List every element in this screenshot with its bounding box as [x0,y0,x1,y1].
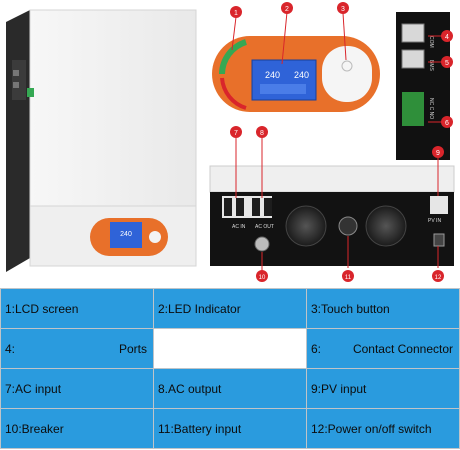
ac-terminals: AC IN AC OUT [222,196,274,230]
lcd-reading-right: 240 [294,70,309,80]
callout-9: 9 [436,150,440,157]
legend-contact-text: Contact Connector [352,341,453,356]
callout-7: 7 [234,130,238,137]
legend-cell-ac-input: 7:AC input [0,368,154,409]
callout-1: 1 [234,10,238,17]
callout-4: 4 [445,34,449,41]
legend-row: 1:LCD screen 2:LED Indicator 3:Touch but… [0,288,460,329]
legend-row: 7:AC input 8.AC output 9:PV input [0,368,460,409]
ac-in-label: AC IN [232,224,246,230]
ports-closeup: COM BMS NC C NO [396,12,450,160]
ac-out-label: AC OUT [255,224,274,230]
legend-ports-text: Ports [118,341,147,356]
callout-12: 12 [435,275,442,281]
lcd-reading-left: 240 [265,70,280,80]
control-panel-closeup: 240 240 [212,36,380,112]
callout-11: 11 [345,275,352,281]
legend-cell-ac-output: 8.AC output [153,368,307,409]
pv-terminals [430,196,448,214]
port-label-com: COM [428,36,434,48]
port-label-bms: BMS [428,60,434,72]
callout-2: 2 [285,6,289,13]
legend-cell-ports: 4: Ports [0,328,154,369]
legend-cell-power-switch: 12:Power on/off switch [306,408,460,449]
callout-3: 3 [341,6,345,13]
callout-10: 10 [259,275,266,281]
inverter-front: 240 [6,9,197,272]
callout-6: 6 [445,120,449,127]
front-lcd-reading: 240 [120,231,132,238]
legend-contact-number: 6: [311,341,322,356]
component-legend-table: 1:LCD screen 2:LED Indicator 3:Touch but… [0,288,460,449]
legend-cell-breaker: 10:Breaker [0,408,154,449]
pv-in-label: PV IN [428,218,441,224]
power-switch [433,233,445,247]
legend-row: 4: Ports 6: Contact Connector [0,328,460,369]
bottom-panel: AC IN AC OUT PV IN [209,165,455,266]
battery-terminal [338,216,358,236]
callout-5: 5 [445,60,449,67]
legend-cell-battery: 11:Battery input [153,408,307,449]
legend-cell-led: 2:LED Indicator [153,288,307,329]
callouts [231,11,444,270]
legend-row: 10:Breaker 11:Battery input 12:Power on/… [0,408,460,449]
legend-ports-number: 4: [5,341,16,356]
product-photo: 240 240 240 COM BMS NC C NO [6,2,455,282]
cooling-fans [285,205,407,247]
legend-cell-pv-input: 9:PV input [306,368,460,409]
callout-8: 8 [260,130,264,137]
port-label-relay: NC C NO [428,98,434,119]
legend-cell-empty [153,328,307,369]
legend-cell-touch: 3:Touch button [306,288,460,329]
callout-markers: 1 2 3 4 5 6 7 8 9 10 11 12 [230,2,453,282]
breaker [254,236,270,252]
front-display-panel: 240 [90,218,168,256]
legend-cell-lcd: 1:LCD screen [0,288,154,329]
legend-cell-contact: 6: Contact Connector [306,328,460,369]
